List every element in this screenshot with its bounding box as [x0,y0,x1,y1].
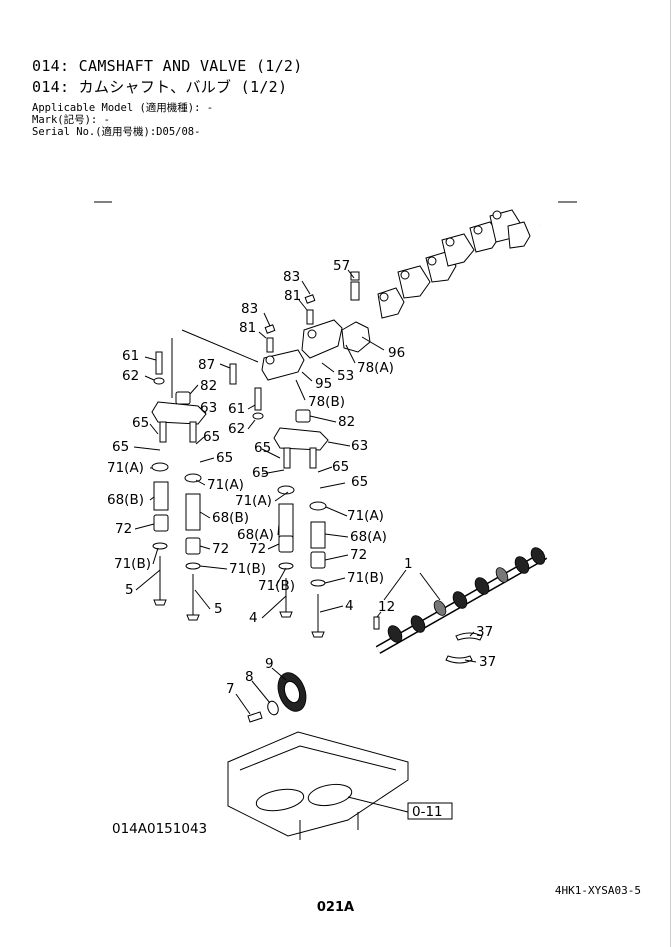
callout-5: 5 [125,582,134,598]
camshaft-gear [247,672,307,723]
callout-83: 83 [283,269,300,285]
callout-1: 1 [404,556,413,572]
callout-65: 65 [351,474,368,490]
callout-78b: 78(B) [308,394,345,410]
callout-71a: 71(A) [347,508,384,524]
callout-62: 62 [228,421,245,437]
callout-8: 8 [245,669,254,685]
callout-37: 37 [479,654,496,670]
callout-72: 72 [115,521,132,537]
callout-65: 65 [203,429,220,445]
callout-71a: 71(A) [235,493,272,509]
valve-train-left [151,351,237,621]
callout-68a: 68(A) [350,529,387,545]
callout-9: 9 [265,656,274,672]
callout-61: 61 [122,348,139,364]
callout-72: 72 [249,541,266,557]
title-english: 014: CAMSHAFT AND VALVE (1/2) [32,57,303,75]
callout-78a: 78(A) [357,360,394,376]
callout-4: 4 [345,598,354,614]
rocker-arm-assembly [261,209,541,381]
callout-53: 53 [337,368,354,384]
camshaft [373,547,548,664]
callout-5: 5 [214,601,223,617]
callout-68b: 68(B) [212,510,249,526]
callout-71a: 71(A) [107,460,144,476]
callout-labels: 83 57 81 83 81 96 61 87 53 62 82 95 78(A… [107,258,496,697]
callout-12: 12 [378,599,395,615]
callout-71b: 71(B) [347,570,384,586]
reference-box-label: 0-11 [412,804,443,820]
callout-65: 65 [132,415,149,431]
callout-65: 65 [254,440,271,456]
leader-lines [133,269,477,715]
serial-number: Serial No.(適用号機):D05/08- [32,126,201,138]
callout-71b: 71(B) [114,556,151,572]
callout-72: 72 [350,547,367,563]
callout-65: 65 [216,450,233,466]
callout-87: 87 [198,357,215,373]
cylinder-block [227,731,409,840]
diagram-reference-code: 014A0151043 [112,821,207,837]
callout-4: 4 [249,610,258,626]
model-code: 4HK1-XYSA03-5 [554,884,641,897]
callout-63: 63 [351,438,368,454]
callout-65: 65 [112,439,129,455]
applicable-model: Applicable Model (適用機種): - [32,102,214,114]
callout-71b: 71(B) [229,561,266,577]
callout-65: 65 [332,459,349,475]
callout-71a: 71(A) [207,477,244,493]
callout-81: 81 [284,288,301,304]
callout-82: 82 [200,378,217,394]
page-number: 021A [316,900,355,915]
callout-68a: 68(A) [237,527,274,543]
mark: Mark(記号): - [32,114,110,126]
callout-37: 37 [476,624,493,640]
callout-63: 63 [200,400,217,416]
valve-train-middle [252,387,329,638]
callout-7: 7 [226,681,235,697]
callout-71b: 71(B) [258,578,295,594]
callout-83: 83 [241,301,258,317]
callout-68b: 68(B) [107,492,144,508]
reference-box [407,802,453,820]
title-japanese: 014: カムシャフト、バルブ (1/2) [32,78,288,96]
callout-65: 65 [252,465,269,481]
callout-72: 72 [212,541,229,557]
callout-81: 81 [239,320,256,336]
callout-96: 96 [388,345,405,361]
callout-62: 62 [122,368,139,384]
callout-82: 82 [338,414,355,430]
callout-95: 95 [315,376,332,392]
callout-57: 57 [333,258,350,274]
callout-61: 61 [228,401,245,417]
